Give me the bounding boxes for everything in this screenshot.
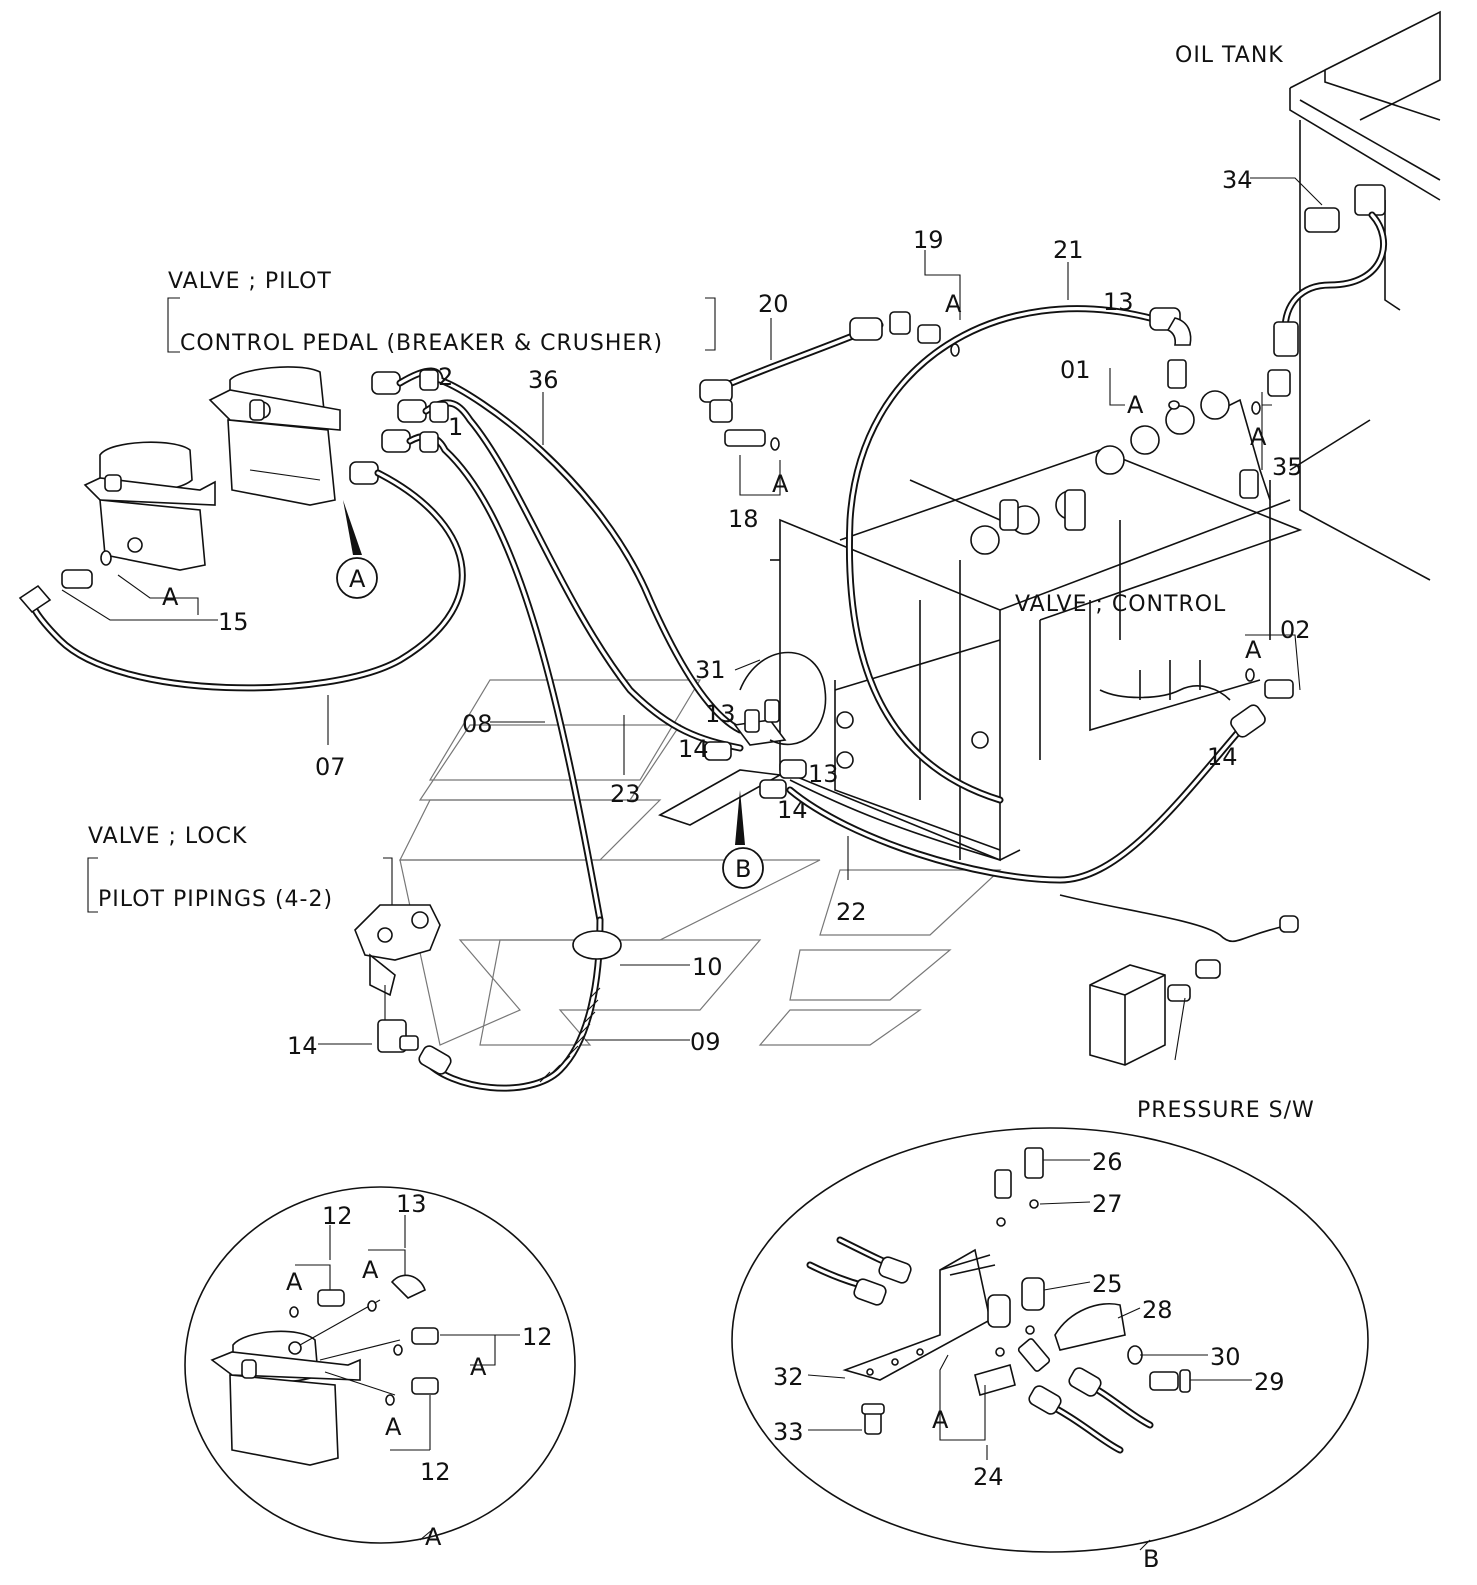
callout-21: 21 (1053, 236, 1084, 264)
callout-13-mid: 13 (705, 700, 736, 728)
callout-31: 31 (695, 656, 726, 684)
callout-02-a: A (1245, 636, 1262, 664)
callout-08: 08 (462, 710, 493, 738)
background-markings (399, 679, 1002, 1046)
oil-tank-label: OIL TANK (1175, 43, 1284, 68)
detail-b-25: 25 (1092, 1270, 1123, 1298)
detail-a (184, 1186, 576, 1544)
callout-13-right: 13 (808, 760, 839, 788)
control-valve-block (770, 390, 1303, 862)
view-marker-a-letter: A (349, 565, 366, 593)
lock-valve-body (318, 904, 441, 1053)
hose-09 (418, 916, 690, 1092)
hose-21 (845, 262, 1192, 804)
callout-14-right: 14 (1207, 743, 1238, 771)
detail-b-27: 27 (1092, 1190, 1123, 1218)
line-leaders-08-23 (490, 715, 625, 775)
lock-bracket-right (383, 857, 393, 913)
fitting-34 (1250, 177, 1340, 233)
callout-01: 01 (1060, 356, 1091, 384)
callout-20: 20 (758, 290, 789, 318)
callout-10: 10 (692, 953, 723, 981)
hose-14-right (786, 704, 1266, 884)
detail-a-12-bottom: 12 (420, 1458, 451, 1486)
fitting-02 (1245, 634, 1301, 699)
callout-14-lock: 14 (287, 1032, 318, 1060)
fittings-15 (18, 550, 218, 621)
callout-14-mid: 14 (678, 735, 709, 763)
pilot-valve-body-2 (83, 441, 216, 571)
lock-bracket-left (87, 857, 98, 913)
callout-19: 19 (913, 226, 944, 254)
detail-a-title: A (425, 1523, 442, 1551)
callout-19-a: A (945, 290, 962, 318)
manifold-31 (658, 651, 827, 826)
control-pedal-label: CONTROL PEDAL (BREAKER & CRUSHER) (180, 331, 663, 356)
detail-a-12-top: 12 (322, 1202, 353, 1230)
callout-15-a: A (162, 583, 179, 611)
callout-23: 23 (610, 780, 641, 808)
detail-b-29: 29 (1254, 1368, 1285, 1396)
detail-b-33: 33 (773, 1418, 804, 1446)
callout-22: 22 (836, 898, 867, 926)
detail-b-24: 24 (973, 1463, 1004, 1491)
fitting-35 (1251, 392, 1272, 470)
hoses-from-pedal (28, 367, 744, 924)
callout-1: 1 (448, 413, 463, 441)
pilot-valve-body (208, 366, 341, 506)
callout-01-a: A (1127, 391, 1144, 419)
fitting-01 (1109, 359, 1187, 410)
detail-b-26: 26 (1092, 1148, 1123, 1176)
detail-a-13: 13 (396, 1190, 427, 1218)
detail-a-a3: A (470, 1353, 487, 1381)
callout-35-a: A (1250, 423, 1267, 451)
detail-a-12-right: 12 (522, 1323, 553, 1351)
callout-09: 09 (690, 1028, 721, 1056)
pilot-valve-label: VALVE ; PILOT (168, 269, 332, 294)
detail-b-a: A (932, 1406, 949, 1434)
lock-valve-label: VALVE ; LOCK (88, 824, 247, 849)
callout-18: 18 (728, 505, 759, 533)
detail-b (731, 1127, 1369, 1553)
callout-07: 07 (315, 753, 346, 781)
control-valve-label: VALVE ; CONTROL (1015, 592, 1226, 617)
oil-tank (1289, 10, 1441, 581)
detail-b-28: 28 (1142, 1296, 1173, 1324)
callout-15: 15 (218, 608, 249, 636)
pilot-pipings-label: PILOT PIPINGS (4-2) (98, 887, 333, 912)
detail-b-32: 32 (773, 1363, 804, 1391)
hose-20 (699, 311, 911, 423)
pressure-switch-label: PRESSURE S/W (1137, 1098, 1315, 1123)
detail-a-a1: A (286, 1268, 303, 1296)
pressure-switch (1059, 894, 1299, 1066)
detail-a-a2: A (362, 1256, 379, 1284)
detail-b-30: 30 (1210, 1343, 1241, 1371)
fitting-19 (917, 250, 961, 357)
detail-a-a4: A (385, 1413, 402, 1441)
view-marker-a (336, 500, 378, 599)
callout-13-top: 13 (1103, 288, 1134, 316)
pedal-bracket-right (705, 297, 716, 351)
callout-18-a: A (772, 470, 789, 498)
callout-02: 02 (1280, 616, 1311, 644)
detail-b-title: B (1143, 1545, 1159, 1573)
view-marker-b-letter: B (735, 855, 751, 883)
fittings-18 (724, 429, 781, 496)
callout-36: 36 (528, 366, 559, 394)
pedal-bracket-left (167, 297, 180, 353)
callout-2: 2 (438, 363, 453, 391)
view-marker-b (722, 790, 764, 889)
tank-hose (1267, 211, 1388, 397)
callout-34: 34 (1222, 166, 1253, 194)
callout-35: 35 (1272, 453, 1303, 481)
